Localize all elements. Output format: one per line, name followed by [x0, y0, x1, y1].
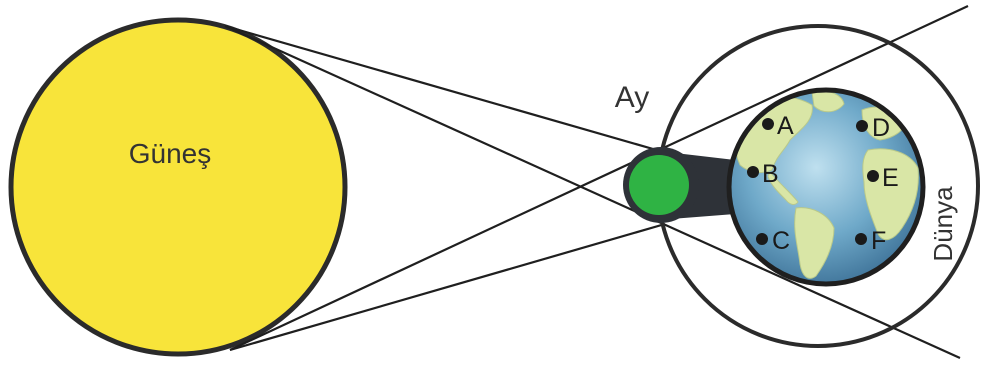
point-b: B — [747, 160, 779, 188]
ray-upper-inner — [224, 24, 961, 360]
moon — [623, 147, 699, 223]
sun-disc — [8, 17, 348, 357]
point-a-label: A — [777, 112, 794, 140]
point-f: F — [855, 227, 886, 255]
point-e-label: E — [882, 164, 899, 192]
ray-lower-outer — [229, 222, 666, 352]
ray-lower-inner — [229, 5, 969, 351]
point-c-label: C — [772, 227, 790, 255]
point-d: D — [856, 114, 890, 142]
earth-label: Dünya — [928, 186, 958, 262]
point-f-label: F — [871, 227, 886, 255]
point-c: C — [756, 227, 790, 255]
point-d-label: D — [872, 114, 890, 142]
point-e: E — [867, 164, 899, 192]
point-b-label: B — [762, 160, 779, 188]
sun-label: Güneş — [129, 138, 212, 169]
point-a: A — [762, 112, 794, 140]
ray-upper-outer — [224, 24, 661, 153]
moon-label: Ay — [615, 81, 649, 114]
